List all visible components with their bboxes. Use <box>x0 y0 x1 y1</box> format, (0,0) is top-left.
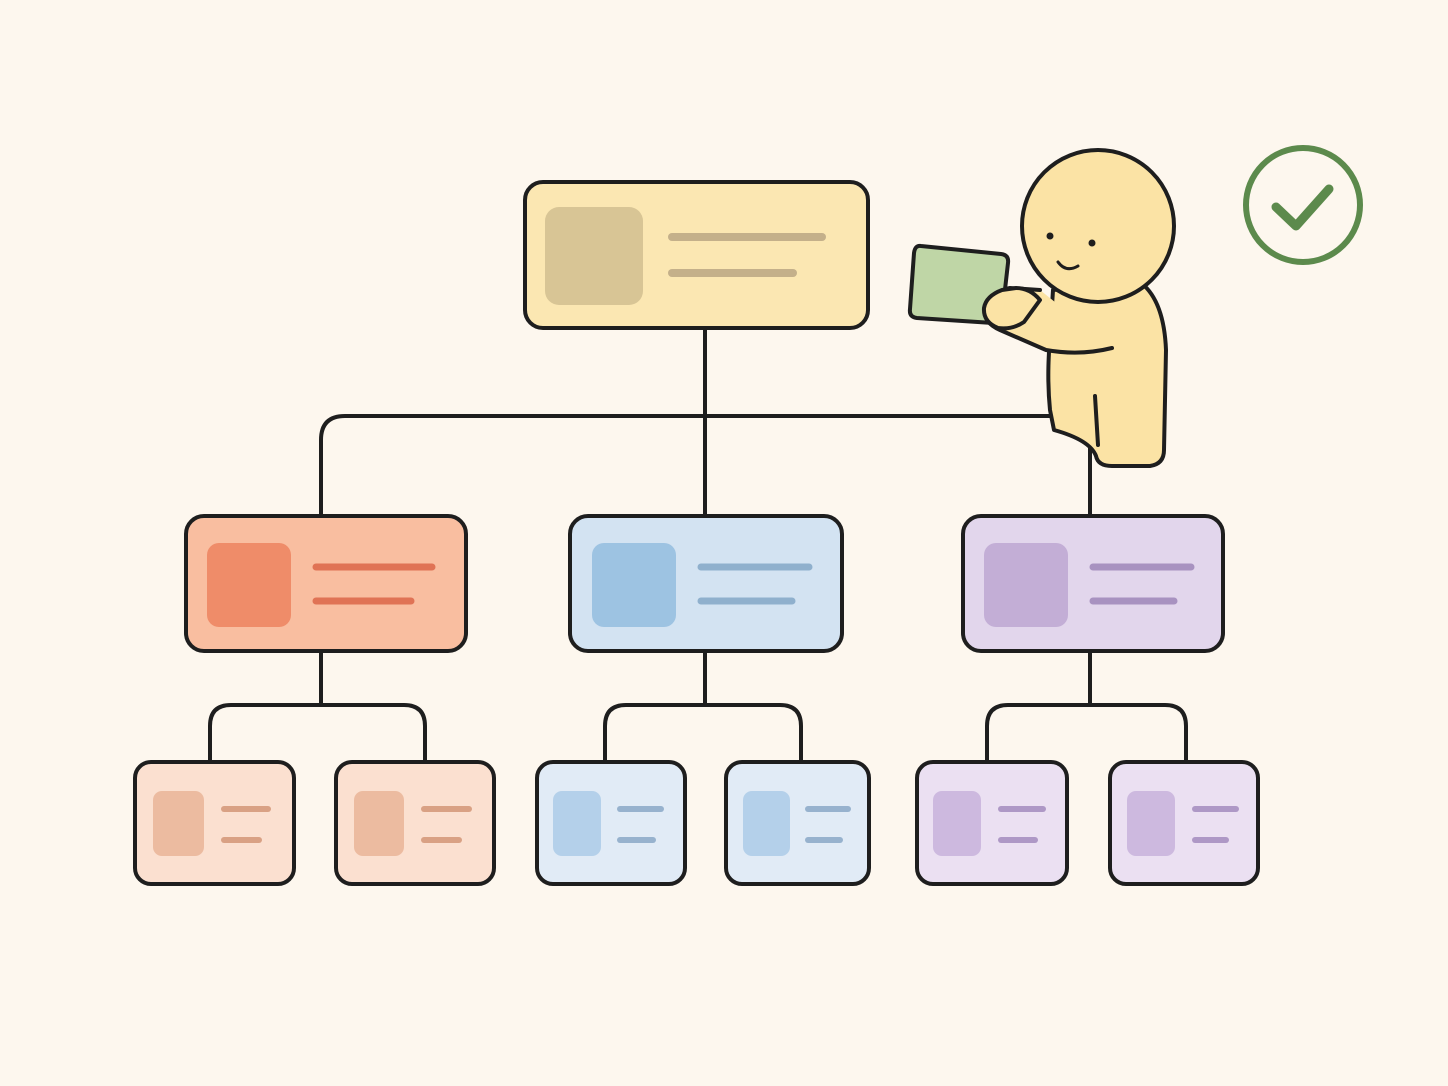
leaf-node-avatar <box>743 791 790 856</box>
branch-node-purple <box>961 514 1225 653</box>
leaf-nodes <box>133 760 1260 886</box>
leaf-node-purple-2 <box>1108 760 1260 886</box>
root-node <box>523 180 870 330</box>
character-eye-right <box>1088 239 1096 247</box>
blue-children-line <box>603 649 803 764</box>
leaf-node-blue-2 <box>724 760 871 886</box>
branch-node-avatar <box>984 543 1068 627</box>
character-leg-line <box>1093 394 1100 447</box>
purple-children-line <box>985 649 1188 764</box>
check-mark <box>1271 184 1334 231</box>
leaf-node-orange-1 <box>133 760 296 886</box>
character-body <box>1046 280 1168 468</box>
check-circle-ring <box>1243 145 1363 265</box>
leaf-node-avatar <box>553 791 601 856</box>
branch-node-orange <box>184 514 468 653</box>
leaf-node-orange-2 <box>334 760 496 886</box>
character-figure <box>907 148 1176 468</box>
leaf-node-avatar <box>1127 791 1175 856</box>
leaf-node-avatar <box>933 791 981 856</box>
leaf-node-avatar <box>153 791 204 856</box>
character-smile <box>1056 260 1080 271</box>
check-circle-icon <box>1243 145 1363 265</box>
character-eye-left <box>1046 232 1054 240</box>
branch-node-avatar <box>592 543 676 627</box>
character-head <box>1020 148 1176 304</box>
leaf-node-avatar <box>354 791 404 856</box>
leaf-node-blue-1 <box>535 760 687 886</box>
root-node-avatar <box>545 207 643 305</box>
branch-node-blue <box>568 514 844 653</box>
branch-node-avatar <box>207 543 291 627</box>
character-hand <box>981 286 1042 331</box>
leaf-node-purple-1 <box>915 760 1069 886</box>
orange-children-line <box>208 649 427 764</box>
